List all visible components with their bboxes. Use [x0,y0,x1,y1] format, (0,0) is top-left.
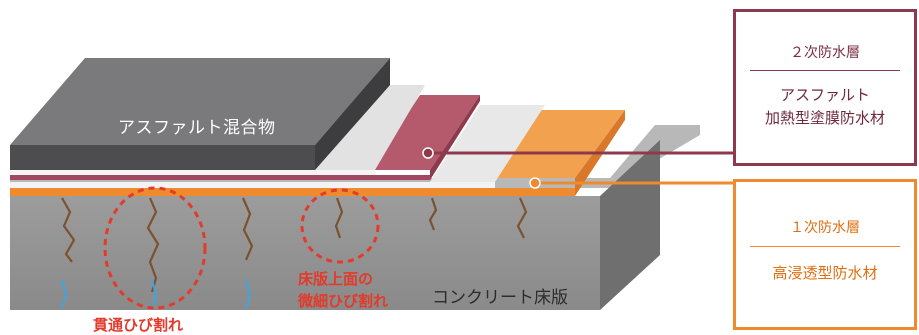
water-seepage-1 [61,279,68,309]
leader-secondary [422,147,733,159]
primary-layer-band [10,188,575,196]
primary-layer-divider [750,246,900,247]
crack-2 [146,197,160,293]
crack-4 [334,197,344,239]
primary-layer-exposed [490,110,625,178]
crack-3 [241,197,254,261]
white-layer-upper [305,85,425,170]
white-layer-lower-side [10,182,495,188]
through-crack-label: 貫通ひび割れ [93,316,184,334]
micro-crack-label-line2: 微細ひび割れ [298,292,389,310]
primary-layer-line1: 高浸透型防水材 [772,264,878,282]
water-seepage-group [61,279,252,309]
asphalt-mix-top [10,58,390,145]
secondary-layer-divider [750,70,900,71]
concrete-slab-label: コンクリート床版 [432,288,568,308]
leader-primary [529,177,733,189]
through-crack-highlight [103,186,207,310]
water-seepage-2 [151,279,158,309]
white-layer-upper-side [10,170,375,175]
primary-layer-box: １次防水層 高浸透型防水材 [733,179,917,330]
secondary-layer-band [10,175,430,180]
secondary-layer-title: ２次防水層 [790,45,860,61]
crack-6 [516,197,528,239]
concrete-slab-front [10,196,600,310]
micro-crack-highlight [300,188,380,264]
asphalt-mix-side [315,58,390,170]
secondary-layer-edge [430,95,480,180]
asphalt-mix-label: アスファルト混合物 [118,118,276,138]
secondary-layer-exposed [370,95,480,170]
crack-1 [61,197,76,263]
crack-group [61,197,528,293]
secondary-layer-line2: 加熱型塗膜防水材 [764,109,885,127]
micro-crack-label-line1: 床版上面の [298,270,374,288]
crack-5 [428,197,438,231]
water-seepage-3 [245,279,252,309]
concrete-slab-top [10,125,700,188]
secondary-layer-box: ２次防水層 アスファルト 加熱型塗膜防水材 [733,9,917,166]
primary-layer-title: １次防水層 [790,220,860,236]
secondary-layer-line1: アスファルト [779,86,870,104]
asphalt-mix-front [10,145,315,170]
white-layer-lower [430,105,545,182]
